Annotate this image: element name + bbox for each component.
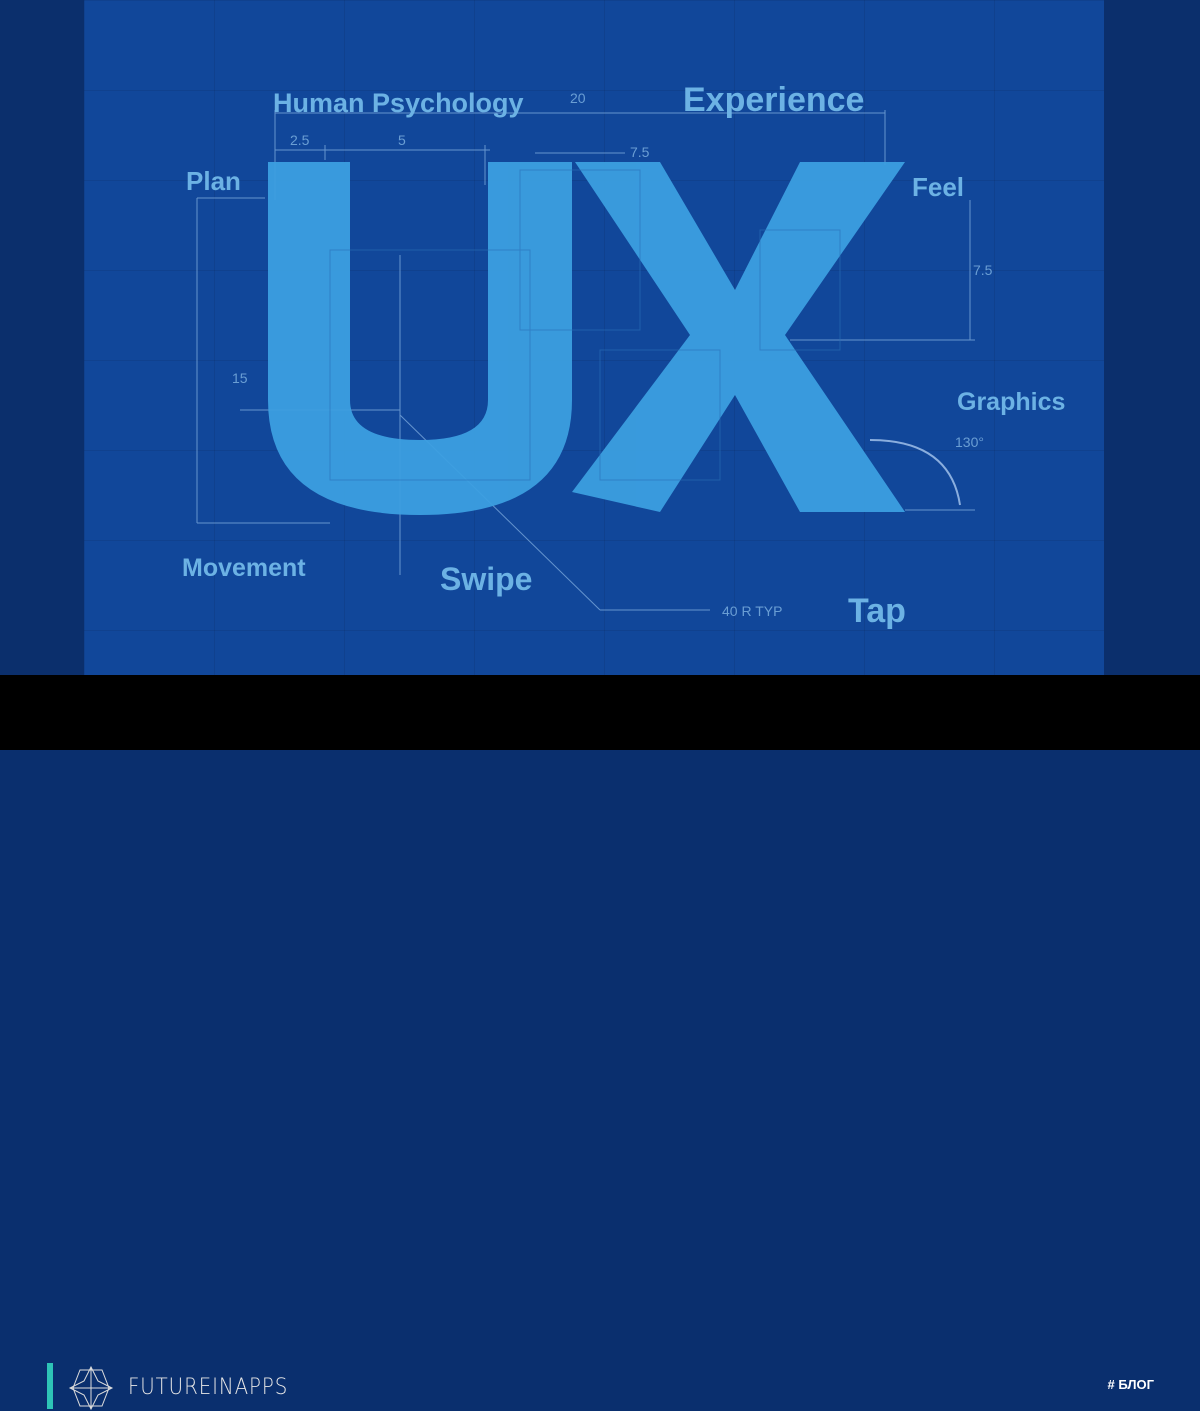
dim-20: 20 — [570, 90, 586, 106]
label-graphics: Graphics — [957, 388, 1066, 416]
label-experience: Experience — [683, 81, 865, 119]
dim-2-5: 2.5 — [290, 132, 310, 148]
ux-letters — [268, 162, 905, 515]
dim-5: 5 — [398, 132, 406, 148]
blog-tag[interactable]: # БЛОГ — [1107, 1377, 1154, 1392]
footer-bar: FUTUREINAPPS # БЛОГ — [0, 675, 1200, 1411]
label-plan: Plan — [186, 166, 241, 196]
left-blurred-edge — [0, 0, 84, 675]
label-feel: Feel — [912, 172, 965, 202]
ux-illustration — [196, 110, 975, 611]
label-human-psychology: Human Psychology — [273, 88, 524, 118]
dim-angle: 130° — [955, 434, 984, 450]
star-logo-icon[interactable] — [68, 1365, 114, 1411]
dim-15: 15 — [232, 370, 248, 386]
dim-radius: 40 R TYP — [722, 603, 783, 619]
label-swipe: Swipe — [440, 561, 533, 597]
label-movement: Movement — [182, 554, 306, 582]
right-blurred-edge — [1104, 0, 1200, 675]
dim-7-5-right: 7.5 — [973, 262, 993, 278]
dim-7-5-top: 7.5 — [630, 144, 650, 160]
accent-bar — [47, 1363, 53, 1409]
dimension-lines — [196, 110, 975, 611]
letter-u — [268, 162, 572, 515]
hero-banner: Human Psychology Experience Plan Feel Gr… — [0, 0, 1200, 675]
label-tap: Tap — [848, 592, 906, 630]
brand-name[interactable]: FUTUREINAPPS — [128, 1375, 289, 1400]
letter-x — [572, 162, 905, 512]
